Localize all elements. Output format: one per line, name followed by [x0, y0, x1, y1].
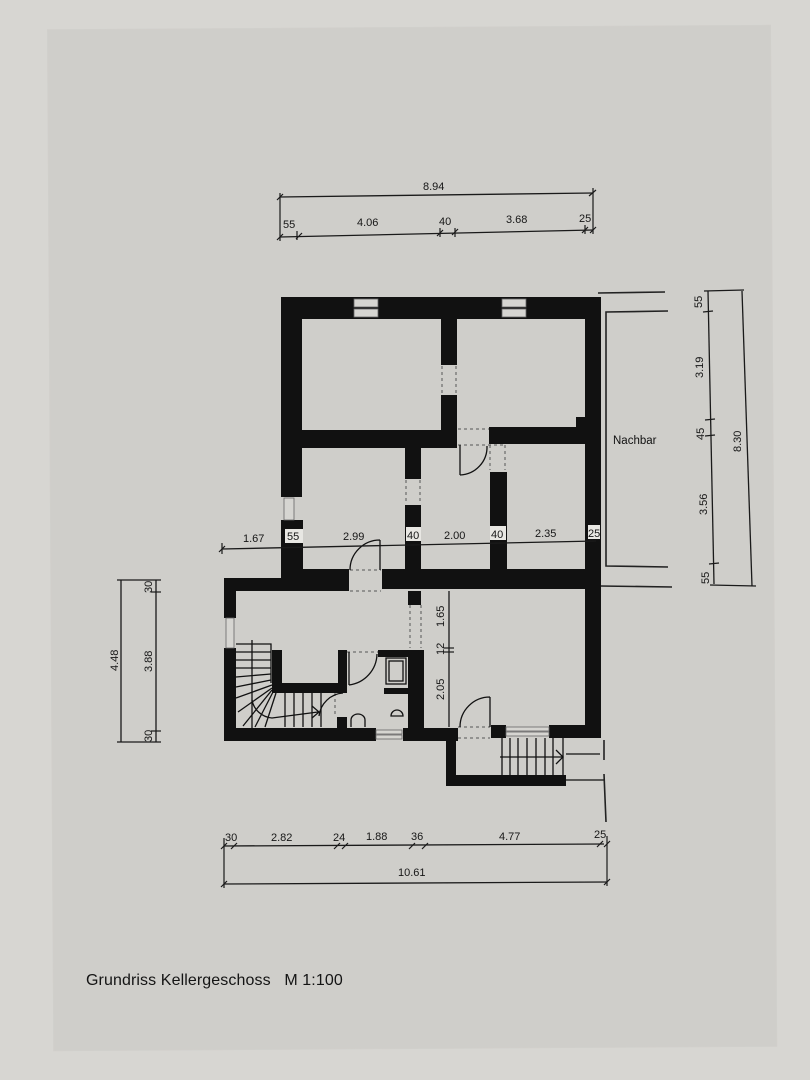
dim-top-seg-2: 40	[439, 216, 451, 228]
dim-bottom-seg-6: 25	[594, 829, 606, 841]
dim-left-seg-2: 30	[143, 730, 155, 742]
dimension-inner-vertical: 1.65 12 2.05	[435, 591, 454, 727]
dim-top-seg-3: 3.68	[506, 214, 527, 226]
dimension-left: 30 3.88 30 4.48	[109, 579, 161, 743]
door-openings	[334, 366, 506, 739]
dim-inner-seg-1: 12	[435, 643, 447, 655]
dim-bottom-seg-0: 30	[225, 832, 237, 844]
dim-bottom-seg-1: 2.82	[271, 832, 292, 844]
dim-mid-seg-6: 2.35	[535, 528, 556, 540]
dim-bottom-seg-5: 4.77	[499, 831, 520, 843]
dim-top-overall-text: 8.94	[423, 181, 444, 193]
dim-top-seg-1: 4.06	[357, 217, 378, 229]
dim-left-seg-1: 3.88	[143, 651, 155, 672]
sanitary-fixtures	[350, 657, 407, 727]
stairs-entrance	[500, 738, 607, 823]
dimension-middle: 1.67 55 2.99 40 2.00 40 2.35 25	[218, 525, 600, 554]
stairs-winding	[235, 640, 322, 728]
dim-bottom-overall: 10.61	[398, 867, 426, 879]
neighbor-label: Nachbar	[613, 435, 657, 447]
dim-left-overall: 4.48	[109, 650, 121, 671]
dim-top-seg-4: 25	[579, 213, 591, 225]
dim-bottom-seg-3: 1.88	[366, 831, 387, 843]
dim-mid-seg-0: 1.67	[243, 533, 264, 545]
dimension-top: 8.94 55 4.06 40 3.68 25	[276, 181, 597, 241]
dim-mid-seg-5: 40	[491, 529, 503, 541]
door-swings	[318, 445, 491, 728]
dim-right-seg-3: 3.56	[698, 494, 710, 515]
dim-mid-seg-2: 2.99	[343, 531, 364, 543]
dim-inner-seg-0: 1.65	[435, 606, 447, 627]
dimension-bottom: 30 2.82 24 1.88 36 4.77 25 10.61	[220, 829, 611, 888]
dim-mid-seg-3: 40	[407, 530, 419, 542]
dim-right-seg-1: 3.19	[694, 357, 706, 378]
dim-right-seg-0: 55	[693, 296, 705, 308]
dim-right-overall: 8.30	[732, 431, 744, 452]
dim-mid-seg-1: 55	[287, 531, 299, 543]
windows	[225, 298, 550, 740]
dim-right-seg-2: 45	[695, 428, 707, 440]
dim-left-seg-0: 30	[143, 581, 155, 593]
dim-top-seg-0: 55	[283, 219, 295, 231]
dimension-right: 55 3.19 45 3.56 55 8.30	[693, 289, 757, 587]
neighbor-zone: Nachbar	[597, 291, 673, 588]
dim-right-seg-4: 55	[700, 572, 712, 584]
dim-mid-seg-7: 25	[588, 528, 600, 540]
drawing-caption: Grundriss Kellergeschoss M 1:100	[86, 972, 343, 989]
dim-bottom-seg-4: 36	[411, 831, 423, 843]
dim-inner-seg-2: 2.05	[435, 679, 447, 700]
dim-mid-seg-4: 2.00	[444, 530, 465, 542]
dim-bottom-seg-2: 24	[333, 832, 345, 844]
